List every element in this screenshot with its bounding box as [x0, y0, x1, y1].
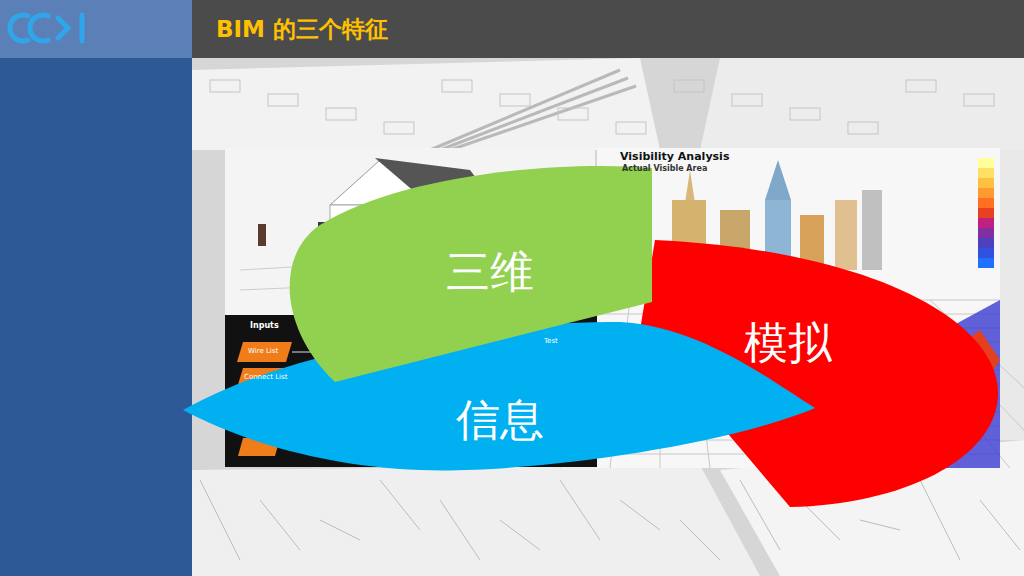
blueprint-box [964, 94, 994, 106]
blueprint-box [442, 80, 472, 92]
logo-i [80, 15, 85, 41]
legend-cell [978, 198, 994, 208]
paper-sheet [192, 465, 760, 576]
blueprint-box [790, 108, 820, 120]
label-holder: Actual Visible Area [622, 164, 707, 174]
sidebar [0, 0, 192, 576]
blueprint-box [326, 108, 356, 120]
slide-title: BIM 的三个特征 [216, 14, 388, 45]
blueprint-box [558, 108, 588, 120]
petal-label: 信息 [456, 396, 544, 444]
paper-sheet [998, 150, 1024, 440]
logo-c [30, 15, 48, 41]
color-legend [978, 158, 994, 268]
blueprint-line [980, 500, 1020, 550]
blueprint-box [732, 94, 762, 106]
logo-c [10, 15, 28, 41]
blueprint-box [906, 80, 936, 92]
blueprint-line [920, 480, 960, 560]
picture-text: Actual Visible Area [622, 164, 707, 174]
blueprint-box [210, 80, 240, 92]
blueprint-line [260, 500, 300, 550]
crane-truss [430, 70, 636, 150]
legend-cell [978, 178, 994, 188]
blueprint-box [500, 94, 530, 106]
blueprint-line [500, 520, 540, 550]
legend-cell [978, 188, 994, 198]
picture-text: Test [544, 337, 558, 345]
title-holder: BIM 的三个特征 [216, 0, 388, 58]
logo-d [58, 18, 68, 38]
petal-shape: 三维 [280, 160, 660, 390]
picture-text: Wire List [248, 347, 278, 355]
blueprint-box [616, 122, 646, 134]
blueprint-ground [192, 58, 1024, 576]
blueprint-box [268, 94, 298, 106]
legend-cell [978, 168, 994, 178]
legend-cell [978, 208, 994, 218]
legend-cell [978, 228, 994, 238]
tower [835, 200, 857, 270]
legend-cell [978, 218, 994, 228]
header-bar [192, 0, 1024, 58]
tower [765, 200, 791, 260]
picture-text: Inputs [250, 321, 279, 331]
blueprint-box [848, 122, 878, 134]
legend-cell [978, 248, 994, 258]
picture-text: Connect List [244, 373, 287, 381]
logo [10, 15, 82, 41]
tower [765, 160, 791, 200]
legend-cell [978, 238, 994, 248]
blueprint-line [680, 520, 720, 560]
logo-panel [0, 0, 192, 58]
blueprint-box [384, 122, 414, 134]
blueprint-box [674, 80, 704, 92]
blueprint-line [200, 480, 240, 560]
paper-sheet [700, 58, 1024, 150]
label-holder: Test [544, 337, 558, 345]
label-holder: Visibility Analysis [620, 150, 729, 163]
input-shape [237, 342, 292, 362]
paper-sheet [192, 58, 660, 150]
blueprint-line [620, 500, 660, 530]
blueprint-line [380, 480, 420, 530]
petal-fill [183, 322, 815, 470]
petal-label: 三维 [446, 248, 534, 296]
petal-fill [290, 166, 652, 382]
legend-cell [978, 158, 994, 168]
label-holder: Connect List [244, 373, 287, 381]
petal-label: 模拟 [744, 319, 832, 367]
blueprint-line [860, 520, 900, 530]
picture-text: Visibility Analysis [620, 150, 729, 163]
blueprint-line [440, 500, 480, 560]
blueprint-line [740, 480, 780, 550]
legend-cell [978, 258, 994, 268]
tower [862, 190, 882, 270]
label-holder: Wire List [248, 347, 278, 355]
label-holder: Inputs [250, 321, 279, 331]
blueprint-drawing [192, 58, 1024, 576]
blueprint-line [320, 520, 360, 540]
blueprint-line [560, 480, 600, 540]
person [258, 224, 266, 246]
